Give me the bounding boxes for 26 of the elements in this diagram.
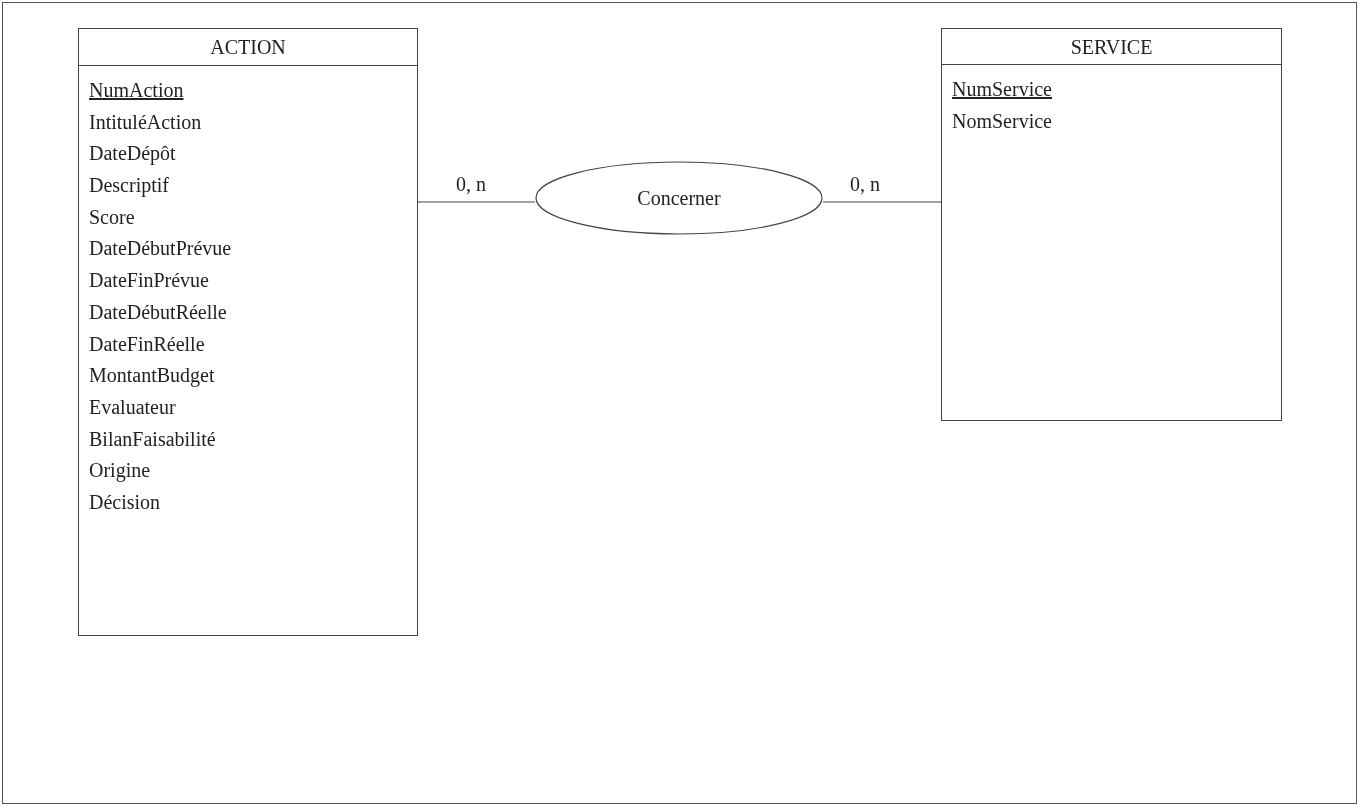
attribute: Décision [89,489,162,514]
attribute: MontantBudget [89,363,216,388]
attribute: DateDébutPrévue [89,236,233,261]
cardinality-label: 0, n [850,172,880,196]
primary-key: NumAction [89,78,417,102]
cardinality-label: 0, n [456,172,486,196]
primary-key: NumService [952,77,1281,101]
relationship-name: Concerner [637,186,721,210]
attribute: DateDépôt [89,141,177,166]
connector-line [417,201,536,203]
attribute: Score [89,204,136,229]
attribute: BilanFaisabilité [89,426,217,451]
relationship-ellipse [535,161,823,235]
attribute: DateDébutRéelle [89,299,228,324]
entity-name: ACTION [210,35,286,59]
attribute: DateFinPrévue [89,268,210,293]
attribute: DateFinRéelle [89,331,206,356]
attribute: Descriptif [89,173,170,198]
attribute: Origine [89,458,152,483]
entity-name: SERVICE [1070,34,1153,59]
entity-box [941,28,1282,421]
connector-line [822,201,942,203]
attribute: IntituléAction [89,109,203,134]
entity-box [78,28,418,636]
attribute: NomService [952,108,1053,133]
attribute: Evaluateur [89,394,177,419]
